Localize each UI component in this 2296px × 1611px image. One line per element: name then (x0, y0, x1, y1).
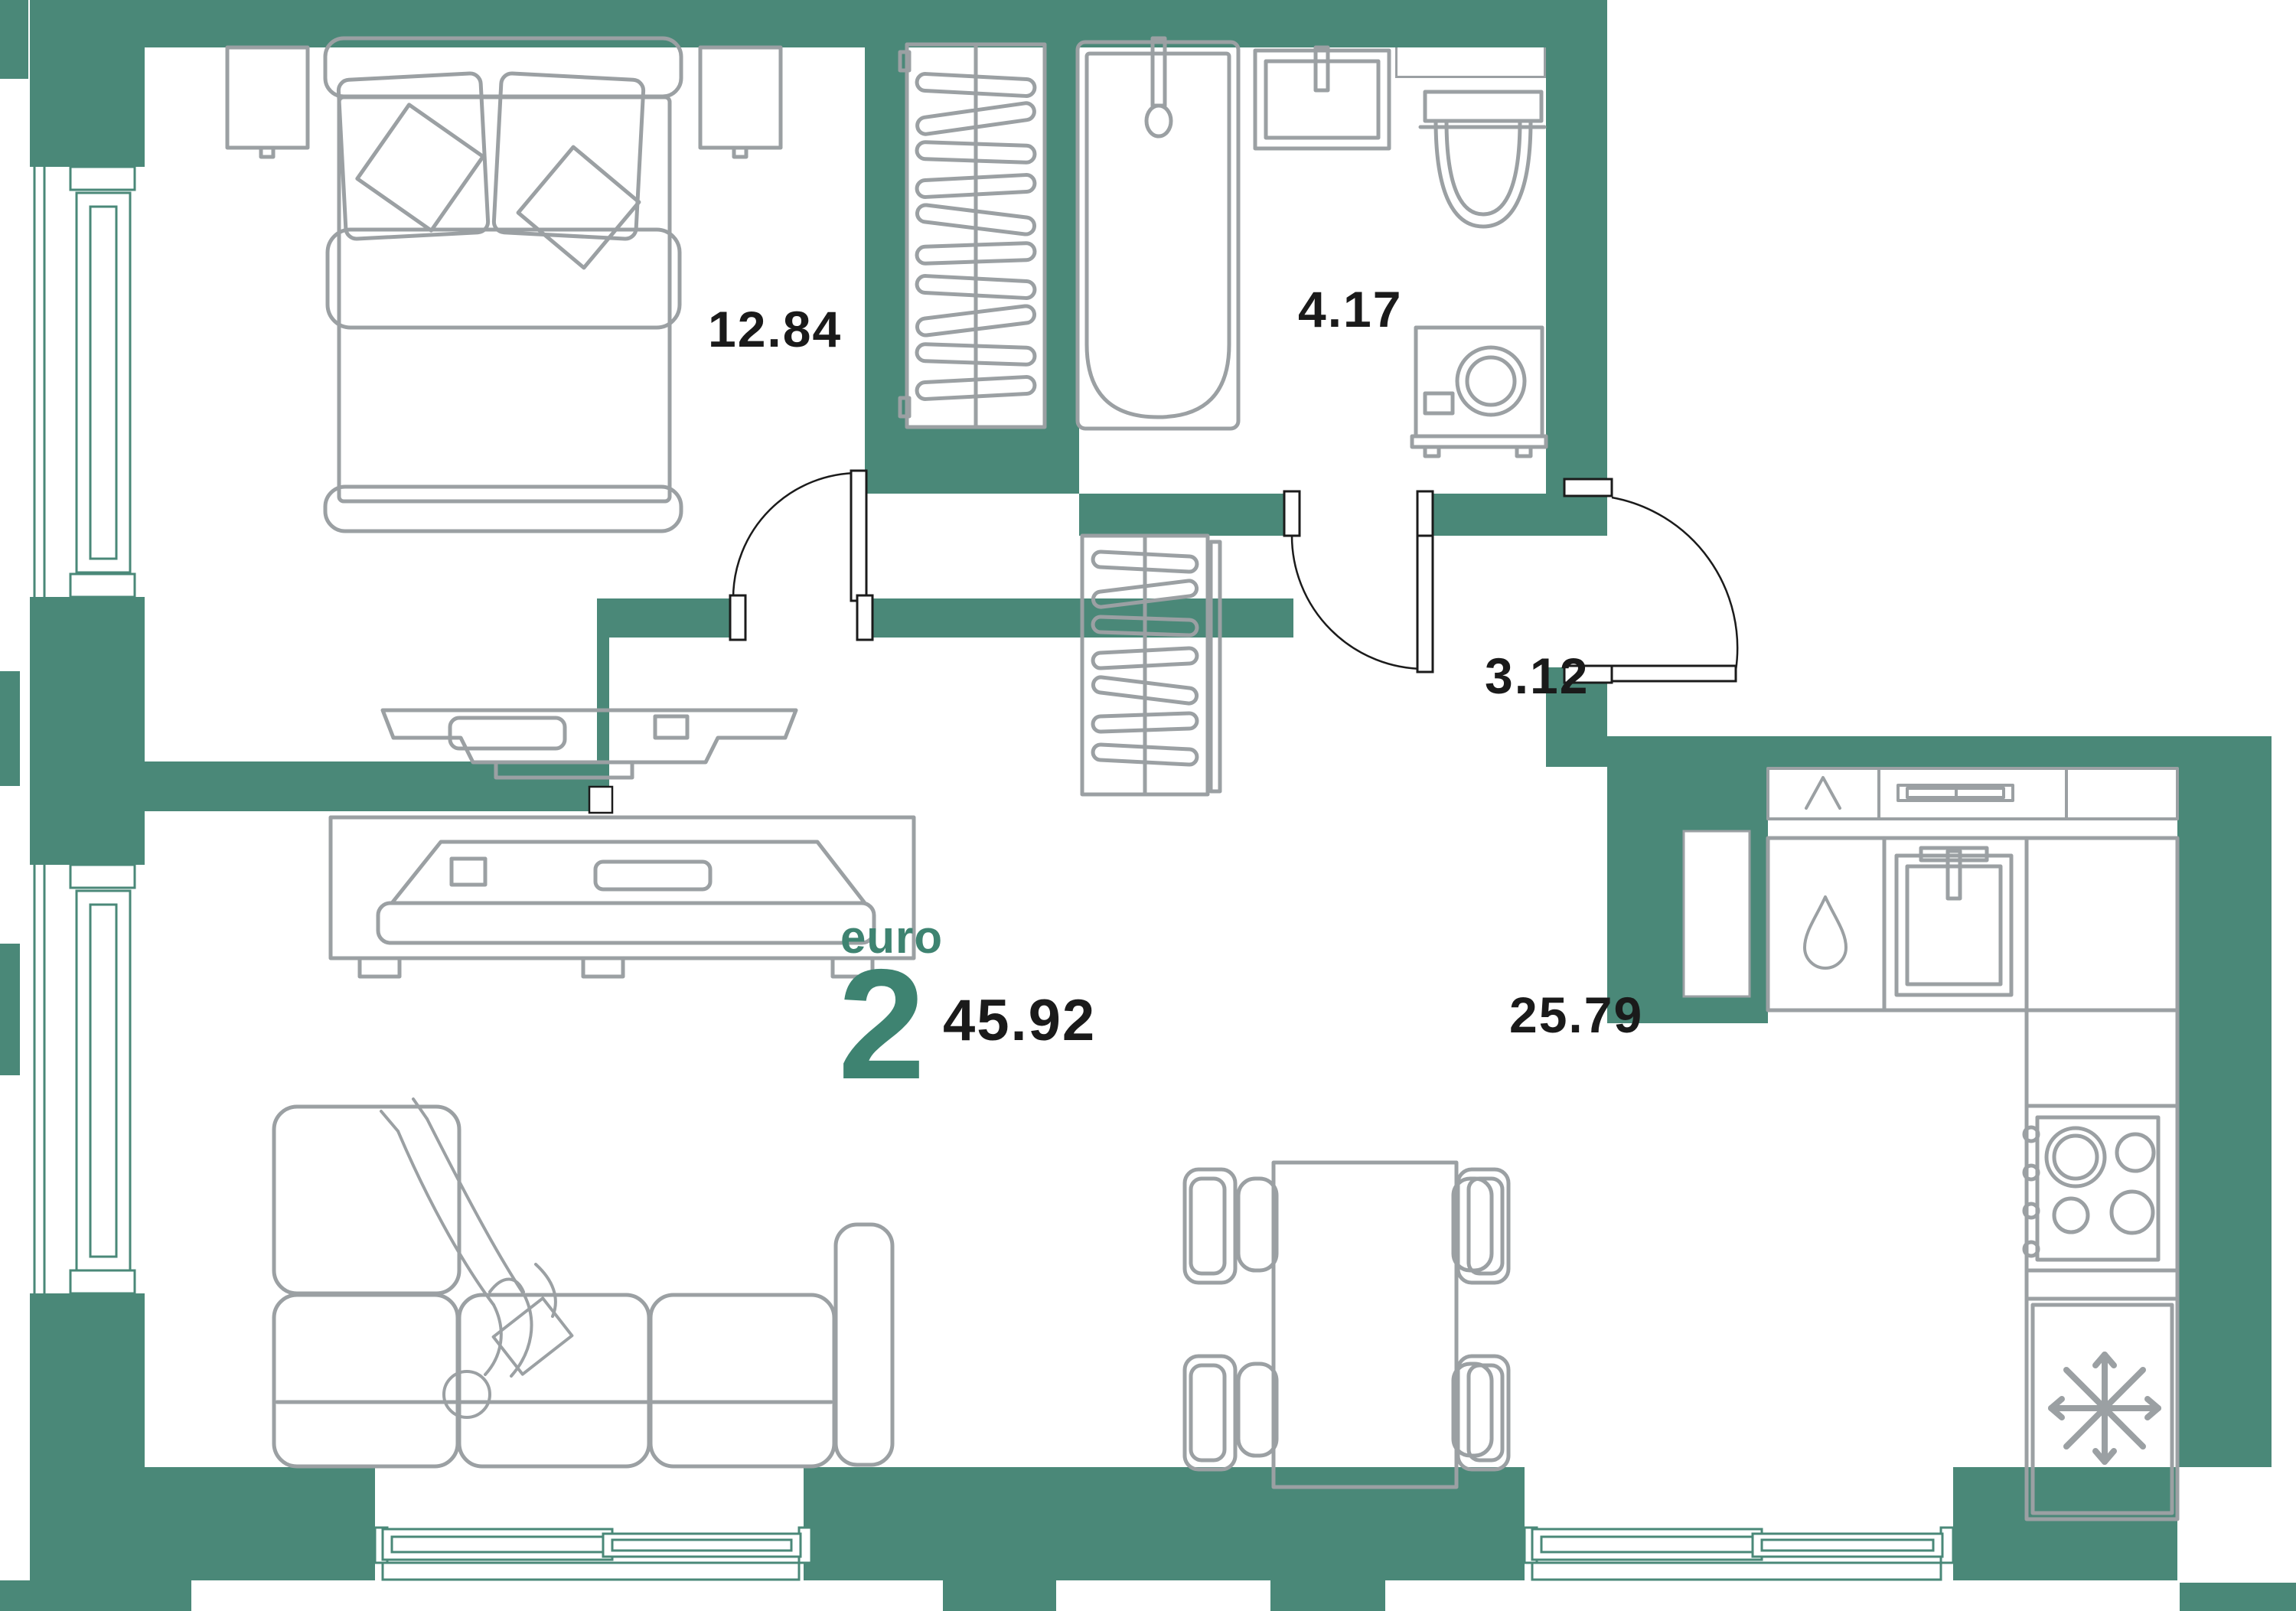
window-left-living (33, 863, 136, 1295)
bed-icon (323, 36, 683, 533)
nightstand-left-icon (225, 45, 310, 159)
wall-left-edge-strip-2 (0, 944, 20, 1075)
wall-tooth-2 (1270, 1580, 1385, 1611)
duct-slot (1682, 830, 1751, 998)
hall-wardrobe-icon (1080, 533, 1222, 797)
wall-bedroom-south-left (597, 598, 744, 638)
wall-bathroom-south-left (1079, 494, 1292, 536)
wall-bedroom-right-divider (865, 47, 907, 494)
wall-wardrobe-bath-divider (1045, 47, 1079, 430)
wall-foot-bottom-right (2180, 1583, 2296, 1611)
vent-shaft-niche (1395, 47, 1546, 78)
living-area-label: 25.79 (1509, 986, 1644, 1043)
bathroom-door-icon (1283, 490, 1434, 673)
wall-left-mid (30, 597, 145, 865)
bathtub-icon (1075, 36, 1241, 431)
snowflake-icon (2048, 1352, 2161, 1465)
wall-right-bathroom (1546, 47, 1607, 495)
wall-under-wardrobe (865, 429, 1079, 494)
person-icon (380, 1097, 574, 1419)
bedroom-door-icon (729, 469, 874, 641)
wall-corner-block-top-left (0, 0, 28, 79)
unit-rooms-count: 2 (838, 937, 926, 1112)
hallway-area-label: 3.12 (1485, 647, 1590, 704)
wall-foot-bottom-left (0, 1580, 191, 1611)
wall-top (30, 0, 1607, 47)
tv-bedroom-icon (380, 708, 798, 780)
wall-entry-stub (1546, 667, 1607, 767)
wall-bathroom-south-right (1425, 494, 1607, 536)
bedroom-area-label: 12.84 (708, 301, 843, 357)
entrance-door-icon (1563, 478, 1739, 684)
fridge-icon (2030, 1303, 2174, 1515)
wall-right (2177, 736, 2272, 1467)
sofa-icon (272, 1104, 895, 1469)
washing-machine-icon (1410, 325, 1548, 458)
kitchen-upper-window (1766, 767, 2179, 820)
kitchen-counter (1766, 836, 2180, 1521)
wall-passage-west (597, 638, 609, 791)
wall-end-cap (588, 785, 614, 814)
dining-table-icon (1236, 1160, 1494, 1489)
wall-tv (142, 761, 597, 811)
wall-tooth-1 (943, 1580, 1056, 1611)
chair-icon (1182, 1167, 1511, 1472)
wall-kitchen-top (1607, 736, 2177, 767)
wall-left-pillar (30, 0, 145, 167)
wall-bottom-left-seg (65, 1467, 375, 1580)
toilet-icon (1418, 90, 1547, 229)
wall-left-edge-strip-1 (0, 671, 20, 786)
unit-type-label: euro (840, 911, 944, 963)
window-left-bedroom (33, 165, 136, 598)
window-bottom-kitchen (1523, 1526, 1955, 1581)
tv-living-icon (328, 815, 916, 979)
kitchen-sink-icon (1894, 846, 2014, 997)
bathroom-area-label: 4.17 (1298, 281, 1403, 338)
stove-icon (2022, 1115, 2161, 1262)
unit-total-area: 45.92 (943, 988, 1097, 1053)
droplet-icon (1803, 895, 1848, 970)
wardrobe-icon (898, 42, 1047, 429)
wall-bottom-right-seg (1953, 1467, 2177, 1580)
window-bottom-living (373, 1526, 813, 1581)
sink-icon (1253, 45, 1391, 151)
nightstand-right-icon (698, 45, 783, 159)
